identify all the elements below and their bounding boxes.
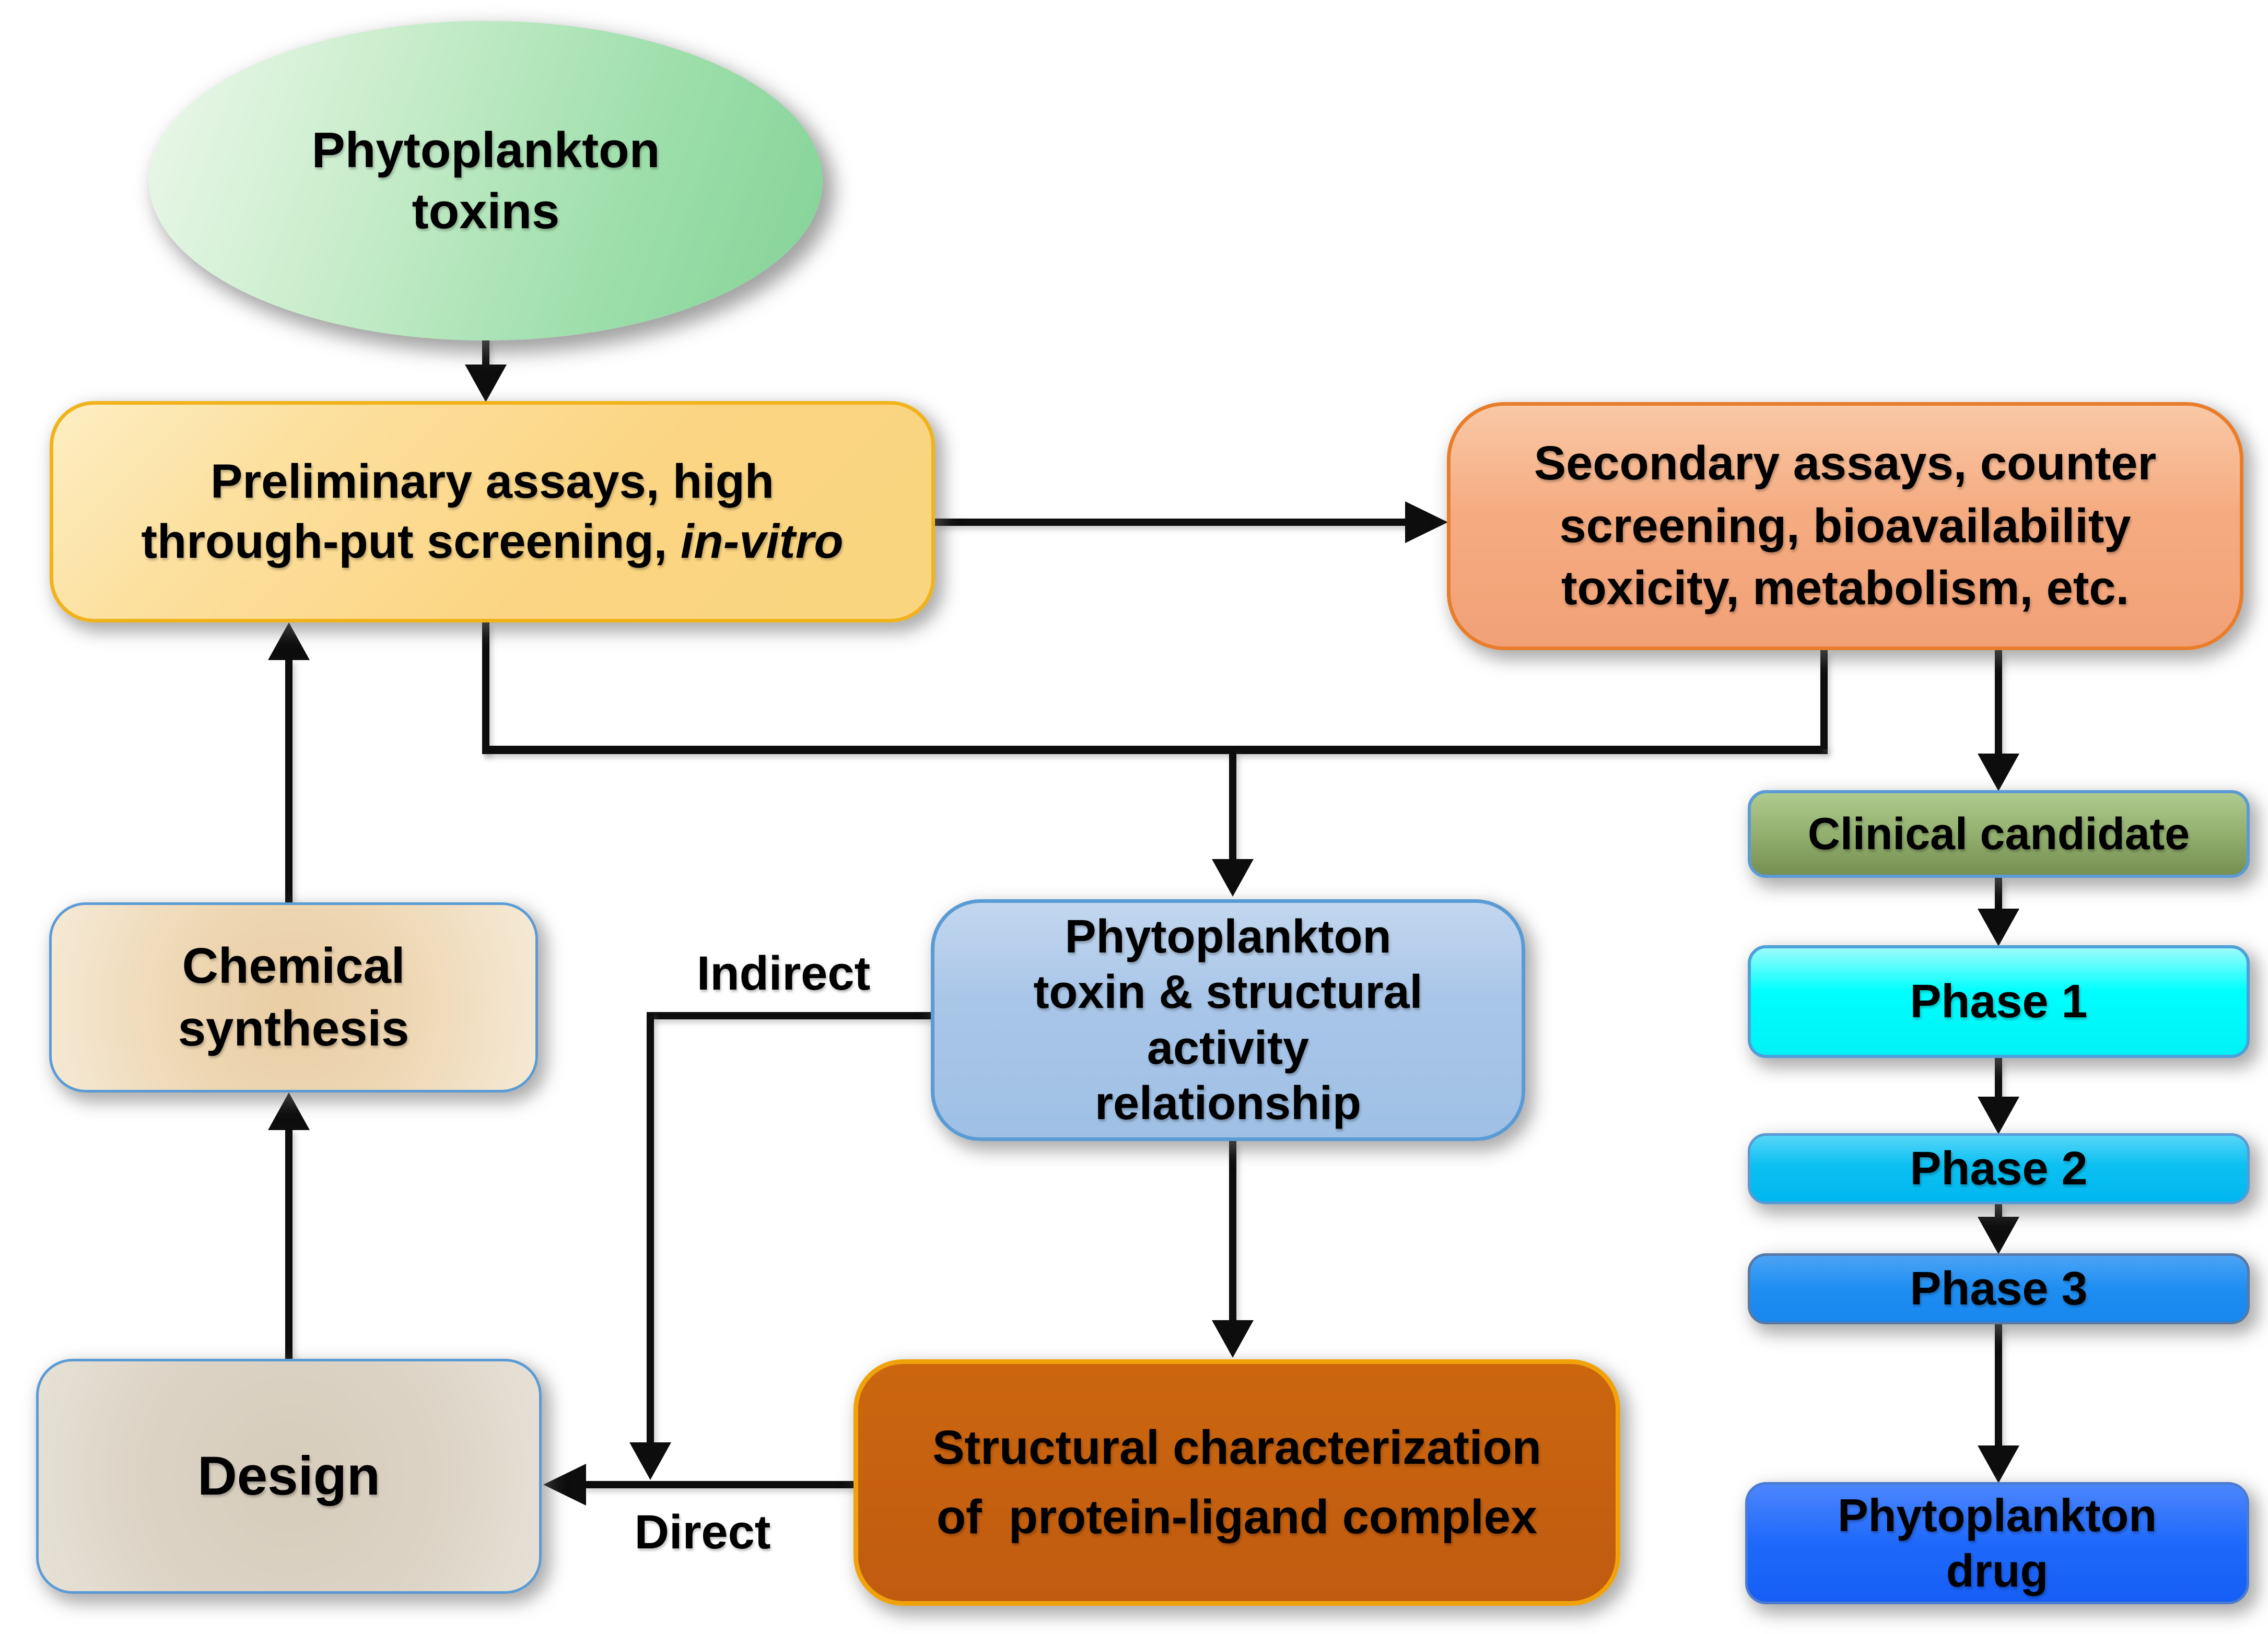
edge-chemical-to-preliminary-line bbox=[285, 659, 293, 902]
edge-bus-to-sar-line bbox=[1229, 750, 1236, 861]
arrowhead-down-icon bbox=[1212, 859, 1254, 897]
arrowhead-down-icon bbox=[465, 365, 507, 402]
node-label-invitro: in-vitro bbox=[680, 515, 844, 568]
arrowhead-down-icon bbox=[1978, 1097, 2019, 1134]
edge-feedback-left-vertical bbox=[482, 622, 489, 754]
node-chemical-synthesis: Chemical synthesis bbox=[49, 902, 538, 1092]
edge-feedback-horizontal-bus bbox=[482, 746, 1828, 754]
arrowhead-down-icon bbox=[1978, 1217, 2019, 1254]
node-phase-2: Phase 2 bbox=[1748, 1133, 2250, 1204]
node-label-line: Phase 1 bbox=[1910, 975, 2088, 1028]
node-label-line: Phase 3 bbox=[1910, 1262, 2088, 1315]
edge-indirect-horizontal bbox=[650, 1012, 931, 1019]
edge-feedback-right-vertical bbox=[1820, 650, 1828, 749]
node-label-line: Secondary assays, counter bbox=[1534, 437, 2157, 490]
node-label-line: relationship bbox=[1094, 1077, 1362, 1130]
arrowhead-left-icon bbox=[543, 1464, 586, 1506]
node-phytoplankton-drug: Phytoplankton drug bbox=[1745, 1482, 2249, 1604]
edge-preliminary-to-secondary-line bbox=[935, 519, 1408, 526]
arrowhead-down-icon bbox=[629, 1442, 671, 1480]
node-label-line: toxin & structural bbox=[1033, 966, 1423, 1019]
arrowhead-down-icon bbox=[1978, 909, 2019, 946]
edge-phase1-to-phase2-line bbox=[1995, 1058, 2002, 1099]
edge-design-to-chemical-line bbox=[285, 1128, 293, 1359]
arrowhead-up-icon bbox=[268, 1092, 310, 1130]
arrowhead-down-icon bbox=[1212, 1320, 1254, 1358]
node-preliminary-assays: Preliminary assays, high through-put scr… bbox=[50, 401, 935, 622]
arrowhead-up-icon bbox=[268, 622, 310, 660]
node-label-line: activity bbox=[1147, 1021, 1310, 1074]
node-phytoplankton-toxins: Phytoplankton toxins bbox=[149, 21, 823, 340]
arrowhead-down-icon bbox=[1978, 754, 2019, 791]
node-label-line: Clinical candidate bbox=[1807, 808, 2190, 859]
node-phase-3: Phase 3 bbox=[1748, 1253, 2250, 1324]
arrowhead-down-icon bbox=[1978, 1445, 2019, 1483]
node-clinical-candidate: Clinical candidate bbox=[1748, 790, 2250, 878]
node-label-line: Phytoplankton bbox=[311, 122, 660, 178]
node-label-line: screening, bioavailability bbox=[1559, 499, 2131, 552]
edge-indirect-vertical bbox=[647, 1012, 654, 1445]
node-label-line: through-put screening, in-vitro bbox=[141, 512, 843, 572]
arrowhead-right-icon bbox=[1405, 501, 1448, 543]
edge-phase3-to-drug-line bbox=[1995, 1324, 2002, 1448]
edge-label-direct: Direct bbox=[634, 1506, 771, 1559]
edge-phase2-to-phase3-line bbox=[1995, 1204, 2002, 1219]
node-label-line: Chemical bbox=[182, 938, 405, 994]
node-phase-1: Phase 1 bbox=[1748, 945, 2250, 1058]
edge-direct-horizontal bbox=[582, 1481, 854, 1488]
node-label-text: through-put screening, bbox=[141, 515, 681, 568]
node-label-line: Design bbox=[197, 1445, 381, 1507]
node-label-line: toxins bbox=[412, 183, 560, 239]
node-label-line: Phytoplankton bbox=[1065, 911, 1392, 963]
node-design: Design bbox=[36, 1359, 542, 1594]
edge-secondary-to-clinical-line bbox=[1995, 650, 2002, 756]
edge-clinical-to-phase1-line bbox=[1995, 878, 2002, 911]
node-label-line: toxicity, metabolism, etc. bbox=[1561, 561, 2130, 615]
edge-sar-to-structural-line bbox=[1229, 1141, 1236, 1323]
node-label-line: synthesis bbox=[178, 1001, 410, 1056]
node-label-line: of protein-ligand complex bbox=[936, 1490, 1538, 1544]
edge-label-indirect: Indirect bbox=[696, 947, 871, 1000]
node-label-line: Phytoplankton bbox=[1837, 1489, 2157, 1542]
edge-toxins-to-preliminary-line bbox=[482, 338, 489, 370]
node-toxin-structural-activity-relationship: Phytoplankton toxin & structural activit… bbox=[931, 899, 1525, 1141]
node-secondary-assays: Secondary assays, counter screening, bio… bbox=[1447, 402, 2243, 650]
node-structural-characterization: Structural characterization of protein-l… bbox=[854, 1359, 1620, 1606]
node-label-line: drug bbox=[1946, 1545, 2049, 1596]
node-label-line: Structural characterization bbox=[932, 1420, 1541, 1474]
node-label-line: Preliminary assays, high bbox=[211, 455, 774, 508]
node-label-line: Phase 2 bbox=[1910, 1142, 2088, 1195]
